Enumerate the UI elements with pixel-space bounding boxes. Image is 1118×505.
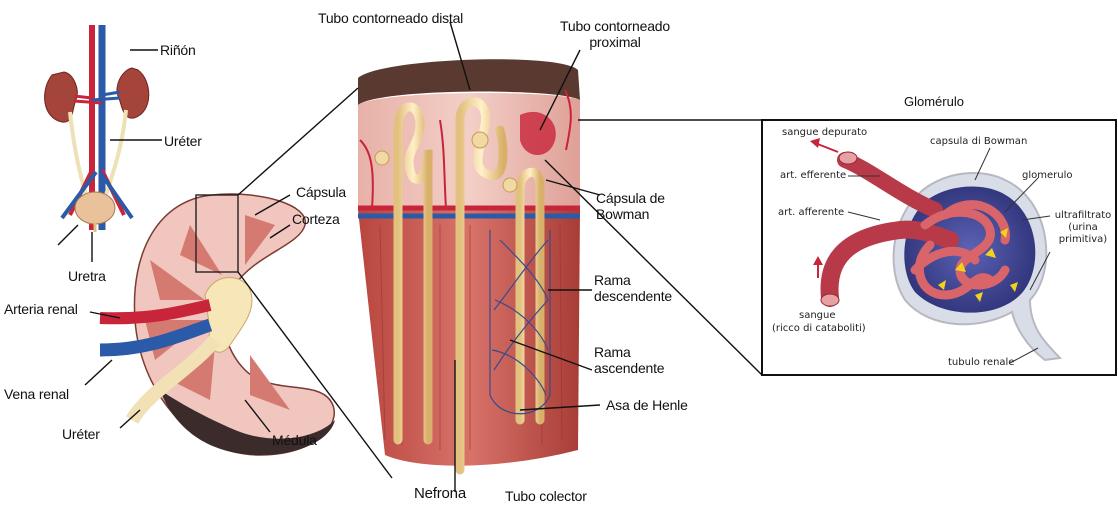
label-uretra: Uretra	[68, 268, 106, 284]
label-art-efferente: art. efferente	[780, 170, 846, 182]
label-capsula-di-bowman: capsula di Bowman	[930, 136, 1027, 148]
label-tubo-proximal: Tubo contorneado proximal	[560, 18, 670, 50]
label-ricco: (ricco di cataboliti)	[772, 323, 866, 335]
label-arteria-renal: Arteria renal	[4, 301, 78, 317]
label-rama-ascendente: Rama ascendente	[594, 344, 674, 376]
label-capsula-bowman: Cápsula de Bowman	[596, 190, 688, 222]
label-rinon: Riñón	[160, 42, 196, 58]
label-corteza: Corteza	[292, 211, 340, 227]
urinary-system-figure	[45, 25, 149, 232]
label-glomerulo: glomerulo	[1022, 170, 1072, 182]
label-rama-descendente: Rama descendente	[594, 272, 686, 304]
label-medula: Médula	[272, 432, 317, 448]
kidney-section	[100, 194, 335, 455]
label-ureter-bottom: Uréter	[62, 426, 100, 442]
label-tubo-colector: Tubo colector	[505, 488, 587, 504]
label-art-afferente: art. afferente	[778, 207, 844, 219]
label-capsula: Cápsula	[296, 184, 346, 200]
label-tubo-distal: Tubo contorneado distal	[318, 10, 463, 26]
label-ultrafiltrato: ultrafiltrato (urina primitiva)	[1050, 210, 1116, 246]
label-ureter-top: Uréter	[164, 133, 202, 149]
label-sangue: sangue	[799, 310, 836, 322]
glomerulus-inset	[762, 120, 1116, 375]
label-asa-henle: Asa de Henle	[606, 397, 688, 413]
label-sangue-depurato: sangue depurato	[782, 127, 867, 139]
label-vena-renal: Vena renal	[4, 386, 69, 402]
glomerulo-title: Glomérulo	[904, 94, 964, 109]
label-nefrona: Nefrona	[414, 486, 466, 502]
label-tubulo-renale: tubulo renale	[948, 357, 1014, 369]
